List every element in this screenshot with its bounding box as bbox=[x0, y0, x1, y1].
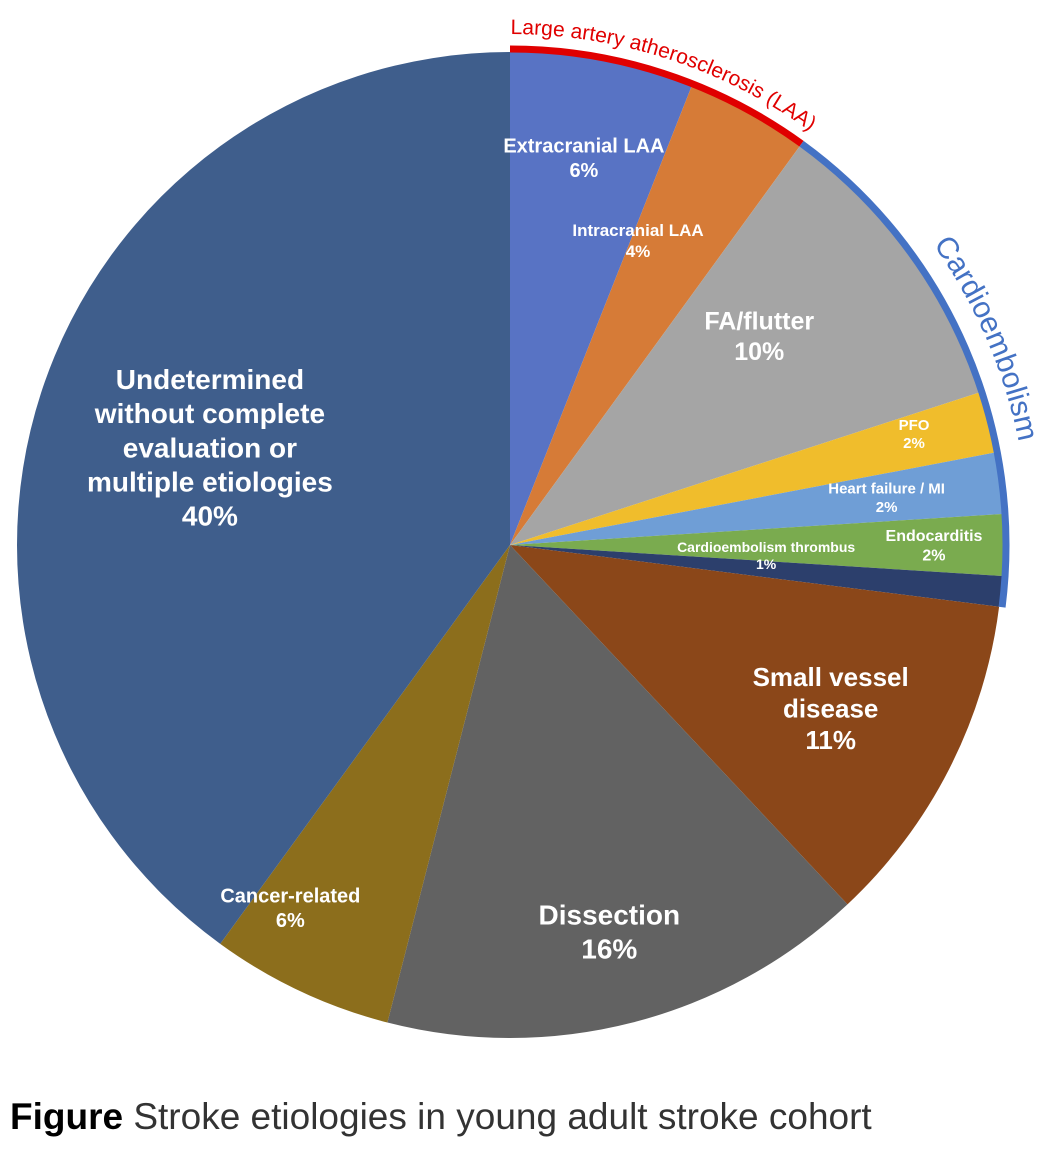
figure-caption: Figure Stroke etiologies in young adult … bbox=[10, 1096, 872, 1138]
slice-heart-failure-mi bbox=[510, 452, 1003, 545]
slice-small-vessel-disease bbox=[510, 545, 1000, 905]
slice-dissection bbox=[387, 545, 848, 1038]
slice-extracranial-laa bbox=[510, 52, 692, 545]
slice-pfo bbox=[510, 392, 995, 545]
slice-cancer-related bbox=[220, 545, 511, 1023]
arc-large-artery-atherosclerosis-laa bbox=[509, 45, 804, 147]
slice-undetermined-without-complete-evaluation-or-multiple-etiologies bbox=[16, 52, 510, 944]
slice-intracranial-laa bbox=[510, 86, 800, 546]
slice-fa-flutter bbox=[510, 146, 979, 546]
slice-cardioembolism-thrombus bbox=[510, 545, 1003, 607]
caption-text: Stroke etiologies in young adult stroke … bbox=[123, 1096, 872, 1137]
group-arcs bbox=[509, 45, 1010, 608]
arc-cardioembolism bbox=[799, 140, 1010, 608]
pie-slices bbox=[16, 52, 1003, 1038]
caption-bold: Figure bbox=[10, 1096, 124, 1137]
slice-endocarditis bbox=[510, 514, 1003, 576]
